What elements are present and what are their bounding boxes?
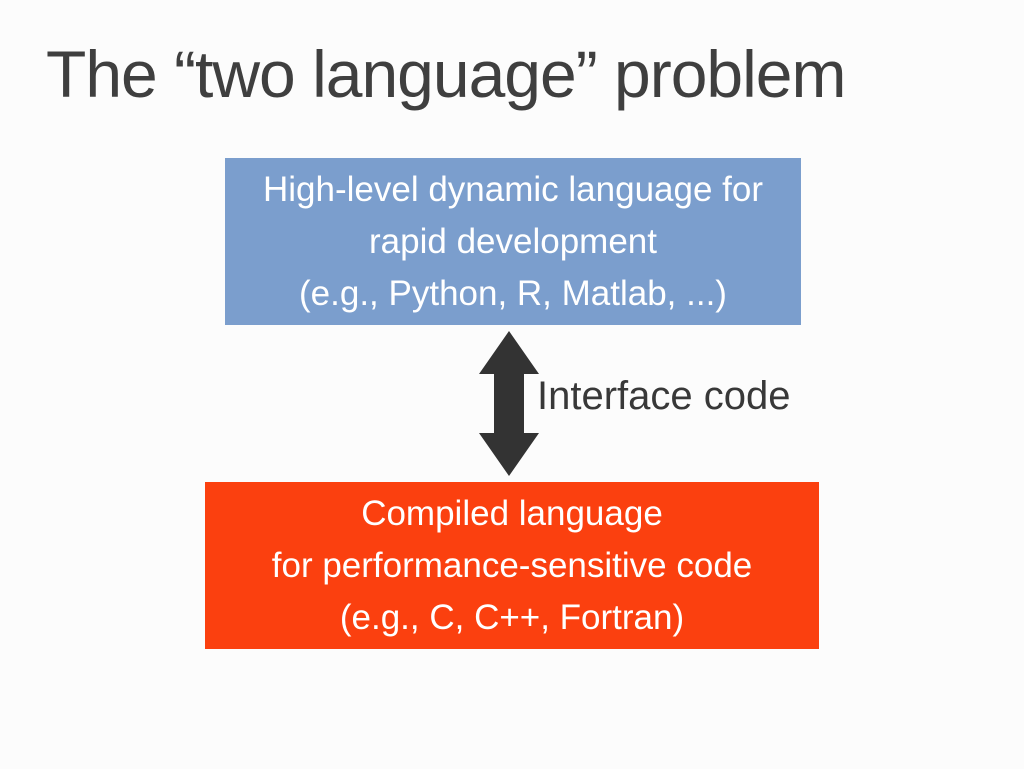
double-headed-arrow-shape (479, 331, 539, 476)
compiled-box-line-2: for performance-sensitive code (271, 545, 753, 585)
high-level-box-line-2: rapid development (369, 221, 657, 261)
high-level-language-box: High-level dynamic language for rapid de… (225, 158, 801, 325)
high-level-box-line-1: High-level dynamic language for (263, 169, 763, 209)
double-headed-arrow-icon (479, 331, 539, 476)
compiled-box-line-1: Compiled language (361, 493, 663, 533)
compiled-box-line-3: (e.g., C, C++, Fortran) (339, 597, 685, 637)
interface-code-label: Interface code (537, 374, 791, 418)
slide-title: The “two language” problem (46, 37, 846, 111)
high-level-box-line-3: (e.g., Python, R, Matlab, ...) (299, 273, 727, 313)
compiled-language-box: Compiled language for performance-sensit… (205, 482, 819, 649)
